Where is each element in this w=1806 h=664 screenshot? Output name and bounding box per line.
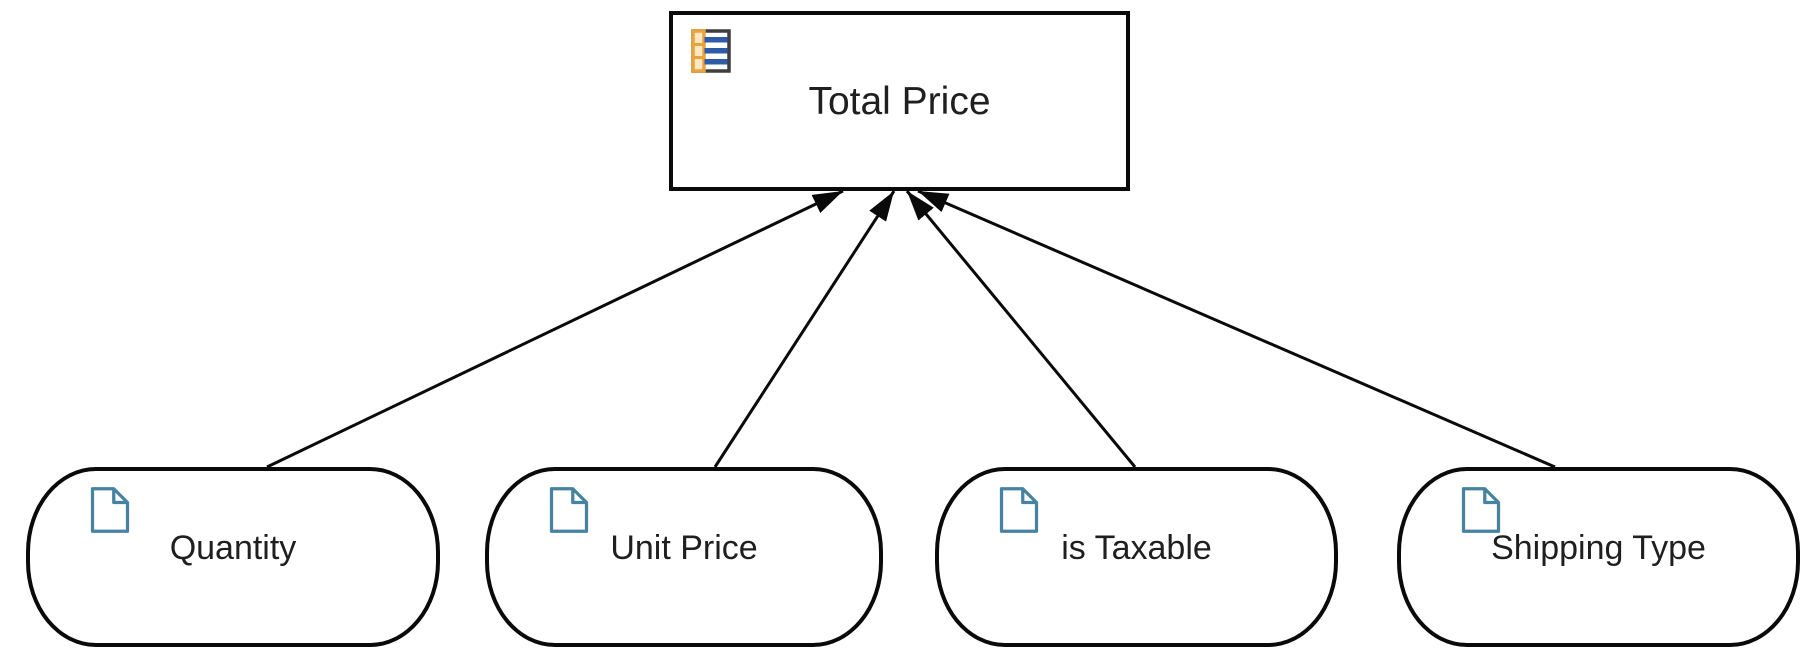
input-data-label: Shipping Type: [1491, 528, 1706, 567]
edge-quantity-to-total-price[interactable]: [266, 189, 844, 469]
decision-table-icon: [691, 29, 731, 73]
edge-shipping-type-to-total-price[interactable]: [917, 189, 1556, 469]
decision-node-total-price[interactable]: Total Price: [669, 11, 1130, 191]
document-icon: [549, 487, 589, 533]
input-data-label: Unit Price: [610, 528, 758, 567]
input-data-node-unit-price[interactable]: Unit Price: [485, 467, 883, 647]
input-data-label: Quantity: [169, 528, 297, 567]
edge-is-taxable-to-total-price[interactable]: [905, 190, 1137, 468]
document-icon: [999, 487, 1039, 533]
input-data-node-quantity[interactable]: Quantity: [26, 467, 440, 647]
input-data-label: is Taxable: [1061, 528, 1212, 567]
document-icon: [1461, 487, 1501, 533]
edge-unit-price-to-total-price[interactable]: [713, 190, 896, 468]
input-data-node-is-taxable[interactable]: is Taxable: [935, 467, 1338, 647]
decision-label: Total Price: [808, 80, 991, 123]
document-icon: [90, 487, 130, 533]
input-data-node-shipping-type[interactable]: Shipping Type: [1397, 467, 1800, 647]
